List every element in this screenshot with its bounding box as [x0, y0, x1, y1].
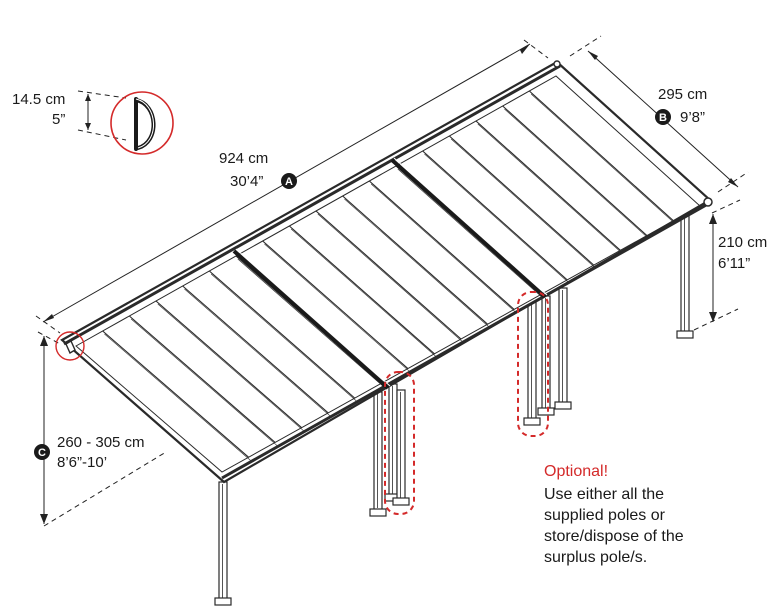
- middle-back-posts: [523, 287, 572, 426]
- roof-glazing-bar: [315, 210, 462, 340]
- roof-glazing-bar: [128, 315, 276, 443]
- roof-glazing-bar: [422, 150, 568, 281]
- roof-glazing-bar: [288, 225, 435, 355]
- roof-glazing-bar: [528, 90, 674, 222]
- note-line-4: surplus pole/s.: [544, 549, 647, 566]
- roof-glazing-bar: [530, 93, 676, 225]
- badge-a-icon: [281, 173, 297, 189]
- front-left-post: [214, 481, 232, 606]
- profile-detail: 14.5 cm 5”: [12, 90, 174, 155]
- depth-imperial: 9’8”: [680, 109, 705, 126]
- roof-glazing-bar: [210, 273, 357, 402]
- roof-glazing-bar: [182, 285, 329, 414]
- dimension-back-height: 210 cm 6’11”: [693, 199, 767, 331]
- roof: [60, 60, 713, 484]
- roof-glazing-bar: [424, 153, 570, 284]
- profile-zoom-circle: [110, 91, 174, 155]
- note-title: Optional!: [544, 463, 608, 480]
- roof-glazing-bar: [155, 300, 303, 429]
- roof-glazing-bar: [157, 303, 304, 431]
- roof-glazing-bar: [184, 288, 331, 417]
- beam-front: [232, 249, 390, 390]
- roof-glazing-bar: [475, 120, 621, 251]
- front-height-metric: 260 - 305 cm: [57, 434, 145, 451]
- profile-imperial: 5”: [52, 111, 65, 128]
- back-height-metric: 210 cm: [718, 234, 767, 251]
- profile-metric: 14.5 cm: [12, 91, 65, 108]
- badge-c-icon: [34, 444, 50, 460]
- beam-back: [390, 158, 547, 299]
- length-metric: 924 cm: [219, 150, 268, 167]
- roof-glazing-bar: [502, 105, 648, 236]
- roof-glazing-bar: [104, 333, 251, 461]
- badge-b-icon: [655, 109, 671, 125]
- wall-rail: [63, 64, 561, 346]
- badge-b-label: B: [659, 112, 667, 124]
- roof-glazing-bar: [342, 195, 488, 325]
- roof-glazing-bar: [368, 180, 515, 310]
- badge-a-label: A: [285, 176, 293, 188]
- roof-glazing-bar: [102, 330, 249, 458]
- roof-glazing-bar: [290, 228, 437, 358]
- optional-pole-highlights: [384, 291, 549, 515]
- back-height-imperial: 6’11”: [718, 255, 750, 272]
- badge-c-label: C: [38, 447, 46, 459]
- roof-glazing-bar: [262, 240, 409, 369]
- dimension-front-height: C 260 - 305 cm 8’6”-10’: [34, 331, 167, 527]
- front-height-imperial: 8’6”-10’: [57, 454, 107, 471]
- roof-glazing-bar: [208, 270, 356, 399]
- dimension-depth: 295 cm B 9’8”: [569, 35, 749, 193]
- roof-glazing-bar: [370, 183, 517, 313]
- profile-icon: [134, 97, 156, 151]
- optional-back-poles: [517, 291, 549, 437]
- roof-glazing-bar: [237, 258, 384, 387]
- depth-metric: 295 cm: [658, 86, 707, 103]
- roof-glazing-bar: [397, 168, 543, 298]
- length-imperial: 30’4”: [230, 173, 263, 190]
- roof-glazing-bar: [130, 318, 278, 446]
- front-gutter: [221, 202, 709, 480]
- note-line-2: supplied poles or: [544, 507, 666, 524]
- roof-glazing-bar: [477, 123, 623, 254]
- roof-glazing-bar: [344, 198, 490, 328]
- roof-glazing-bar: [504, 108, 649, 239]
- middle-front-posts: [369, 383, 410, 517]
- back-right-post: [676, 212, 694, 339]
- optional-front-poles: [384, 371, 415, 515]
- note-line-3: store/dispose of the: [544, 528, 684, 545]
- corner-detail-circle: [55, 331, 85, 361]
- roof-glazing-bar: [264, 243, 410, 372]
- roof-glazing-bar: [450, 138, 596, 269]
- note-line-1: Use either all the: [544, 486, 664, 503]
- optional-note: Optional! Use either all the supplied po…: [544, 463, 684, 566]
- dimension-length: 924 cm 30’4” A: [35, 39, 549, 334]
- roof-glazing-bar: [317, 213, 463, 343]
- roof-glazing-bar: [448, 135, 595, 266]
